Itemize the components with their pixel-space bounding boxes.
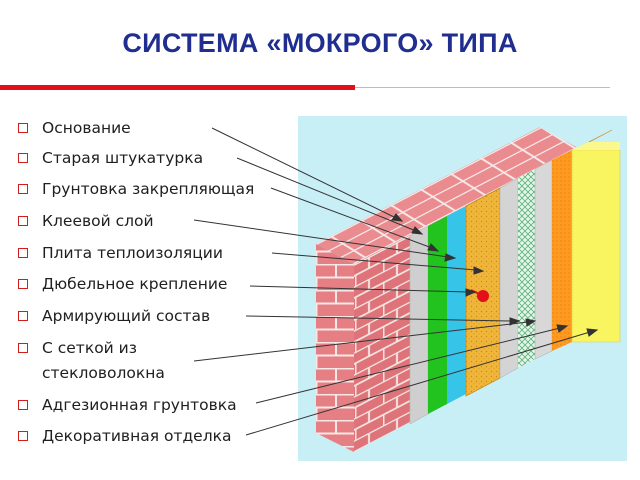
title-underline-red (0, 85, 355, 90)
legend-label: Грунтовка закрепляющая (42, 180, 255, 198)
bullet-icon (18, 216, 28, 226)
legend-label: Декоративная отделка (42, 427, 232, 445)
bullet-icon (18, 343, 28, 353)
legend-label: Клеевой слой (42, 212, 154, 230)
bullet-icon (18, 431, 28, 441)
bullet-icon (18, 400, 28, 410)
bullet-icon (18, 279, 28, 289)
layer-fiberglass-mesh (518, 169, 535, 368)
title-underline-grey (355, 87, 610, 88)
layer-decorative-finish-top (572, 142, 620, 150)
bullet-icon (18, 123, 28, 133)
bullet-icon (18, 248, 28, 258)
legend-label: Основание (42, 119, 131, 137)
layer-primer-green (428, 216, 447, 414)
leader-lines (193, 127, 599, 436)
legend-label: С сеткой из (42, 339, 137, 357)
legend-label: Армирующий состав (42, 307, 211, 325)
page-title: СИСТЕМА «МОКРОГО» ТИПА (122, 28, 518, 58)
bullet-icon (18, 153, 28, 163)
legend-label: стекловолокна (42, 364, 165, 382)
legend-label: Старая штукатурка (42, 149, 204, 167)
brick-wall-top (316, 127, 578, 264)
legend-label: Дюбельное крепление (42, 275, 228, 293)
legend-label: Адгезионная грунтовка (42, 396, 237, 414)
brick-wall-front (316, 244, 354, 452)
bullet-icon (18, 311, 28, 321)
layer-adhesion-primer (552, 150, 572, 351)
legend-label: Плита теплоизоляции (42, 244, 223, 262)
bullet-icon (18, 184, 28, 194)
